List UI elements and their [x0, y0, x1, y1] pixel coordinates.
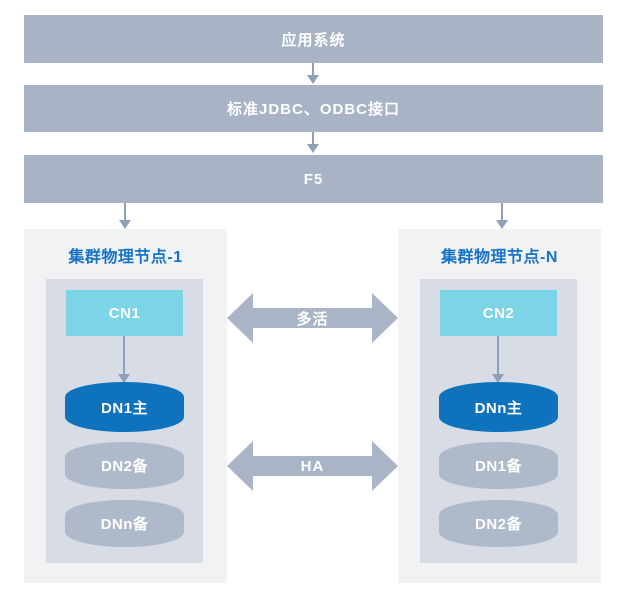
dn-node-primary: DNn主 [439, 382, 558, 432]
arrow-stem [312, 132, 314, 144]
arrow-stem [501, 203, 503, 220]
ha-label: HA [300, 457, 325, 475]
arrow-head [492, 374, 504, 383]
arrow-head [496, 220, 508, 229]
arrow-head [307, 144, 319, 153]
double-arrow-icon [227, 293, 398, 343]
layer-application-system: 应用系统 [24, 15, 603, 63]
cluster-panel: CN2 DNn主 DN1备 DN2备 [420, 279, 577, 563]
cluster-title: 集群物理节点-N [441, 249, 558, 266]
cluster-panel: CN1 DN1主 DN2备 DNn备 [46, 279, 203, 563]
arrow-stem [124, 203, 126, 220]
cn-node: CN2 [440, 290, 557, 336]
arrow-stem [123, 336, 125, 374]
cluster-physical-node-1: 集群物理节点-1 CN1 DN1主 DN2备 DNn备 [24, 229, 227, 583]
dn-node-standby: DN2备 [439, 500, 558, 547]
dn-node-primary: DN1主 [65, 382, 184, 432]
multi-active-link: 多活 [227, 293, 398, 343]
cluster-title: 集群物理节点-1 [68, 249, 183, 266]
down-arrow-icon [118, 203, 132, 229]
multi-active-label: 多活 [296, 310, 329, 328]
arrow-head [307, 75, 319, 84]
down-arrow-icon [491, 336, 505, 383]
dn-node-standby: DN2备 [65, 442, 184, 489]
down-arrow-icon [306, 63, 320, 84]
layer-jdbc-odbc-interface: 标准JDBC、ODBC接口 [24, 85, 603, 132]
cn-node: CN1 [66, 290, 183, 336]
down-arrow-icon [495, 203, 509, 229]
cluster-physical-node-n: 集群物理节点-N CN2 DNn主 DN1备 DN2备 [398, 229, 601, 583]
down-arrow-icon [306, 132, 320, 153]
dn-node-standby: DN1备 [439, 442, 558, 489]
arrow-stem [312, 63, 314, 75]
layer-f5-load-balancer: F5 [24, 155, 603, 203]
arrow-head [119, 220, 131, 229]
dn-node-standby: DNn备 [65, 500, 184, 547]
double-arrow-icon [227, 441, 398, 491]
arrow-stem [497, 336, 499, 374]
ha-link: HA [227, 441, 398, 491]
down-arrow-icon [117, 336, 131, 383]
arrow-head [118, 374, 130, 383]
